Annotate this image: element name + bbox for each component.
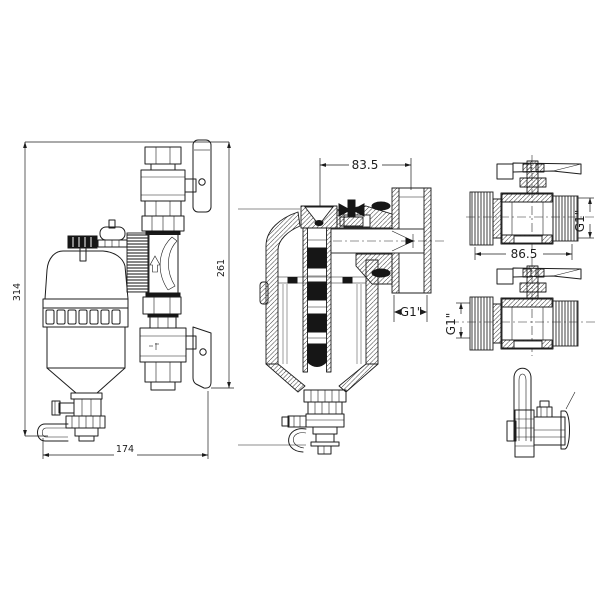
- valve-handle: [192, 326, 212, 389]
- check-valve-icon: [391, 230, 415, 252]
- section-drain: [281, 389, 347, 455]
- dim-valve-length-label: 86.5: [511, 247, 538, 261]
- valve1-male-end: [552, 195, 579, 242]
- outlet-port: [330, 187, 447, 294]
- filter-cup: [46, 326, 126, 369]
- valve2-handle: [496, 267, 582, 285]
- dim-total-height-label: 314: [12, 283, 23, 301]
- valve-stem: [184, 178, 197, 193]
- air-vent: [97, 219, 128, 248]
- dimension-valve1-port: G1": [573, 197, 594, 239]
- black-cap: [67, 235, 98, 262]
- valve-stem: [185, 335, 197, 350]
- valve2-body: [469, 296, 579, 351]
- filter-unit: [37, 219, 129, 442]
- assembly-front-view: 314 261 174: [12, 139, 234, 459]
- sight-indicator: [126, 232, 181, 298]
- union-nut: [141, 215, 185, 235]
- dim-valve2-port-label: G1": [444, 313, 458, 335]
- ball-valve-section-1: G1" 86.5: [466, 155, 596, 261]
- dimension-valve-line-height: 261: [211, 141, 234, 389]
- valve1-body: [469, 191, 579, 246]
- interior-details: [278, 276, 366, 364]
- ribbed-collar: [42, 298, 129, 328]
- air-vent-knob: [338, 199, 365, 227]
- dimension-total-height: 314: [12, 141, 229, 437]
- dimension-total-width: 174: [42, 391, 209, 459]
- valve2-female-end: [469, 296, 494, 351]
- side-plug: [259, 281, 269, 305]
- detail-flange: [560, 410, 570, 450]
- filter-cross-section-view: 83.5: [238, 158, 447, 455]
- dim-valve-line-height-label: 261: [216, 259, 227, 277]
- dimension-section-offset: 83.5: [319, 158, 412, 210]
- valve2-stem: [526, 265, 539, 299]
- drain-lanyard-loop: [288, 428, 307, 453]
- outlet-ball-valve: [139, 296, 212, 391]
- filter-cone: [46, 367, 126, 394]
- knurled-wheel: [126, 232, 150, 293]
- magnet-column: [302, 227, 332, 373]
- ball-valve-section-2: G1": [444, 258, 596, 356]
- filter-shoulder: [44, 250, 129, 300]
- valve2-male-end: [552, 300, 579, 347]
- valve1-handle: [496, 162, 582, 180]
- valve1-female-end: [469, 191, 494, 246]
- dimension-valve2-port: G1": [444, 302, 470, 339]
- flow-arrow-icon: [149, 255, 161, 273]
- valve1-stem: [526, 160, 539, 194]
- dim-section-port-label: G1": [400, 305, 422, 319]
- dim-section-offset-label: 83.5: [352, 158, 379, 172]
- dimension-section-port: G1": [393, 295, 428, 322]
- drain-valve-handle-detail: [506, 367, 576, 458]
- detail-handle-loop: [513, 367, 532, 442]
- detail-bleed-screw: [536, 406, 553, 418]
- detail-ribbed-nut: [506, 409, 535, 458]
- union-rings: [371, 201, 391, 278]
- dim-total-width-label: 174: [116, 444, 134, 455]
- drain-valve: [51, 392, 106, 442]
- dim-valve1-port-label: G1": [573, 210, 587, 232]
- inlet-ball-valve: [140, 139, 212, 235]
- valve-handle: [192, 139, 212, 213]
- valve-body-marking: [149, 343, 159, 350]
- drain-handle-loop: [37, 423, 69, 442]
- dimension-valve-length: 86.5: [474, 244, 573, 261]
- top-cap: [300, 205, 338, 229]
- detail-body: [533, 391, 576, 450]
